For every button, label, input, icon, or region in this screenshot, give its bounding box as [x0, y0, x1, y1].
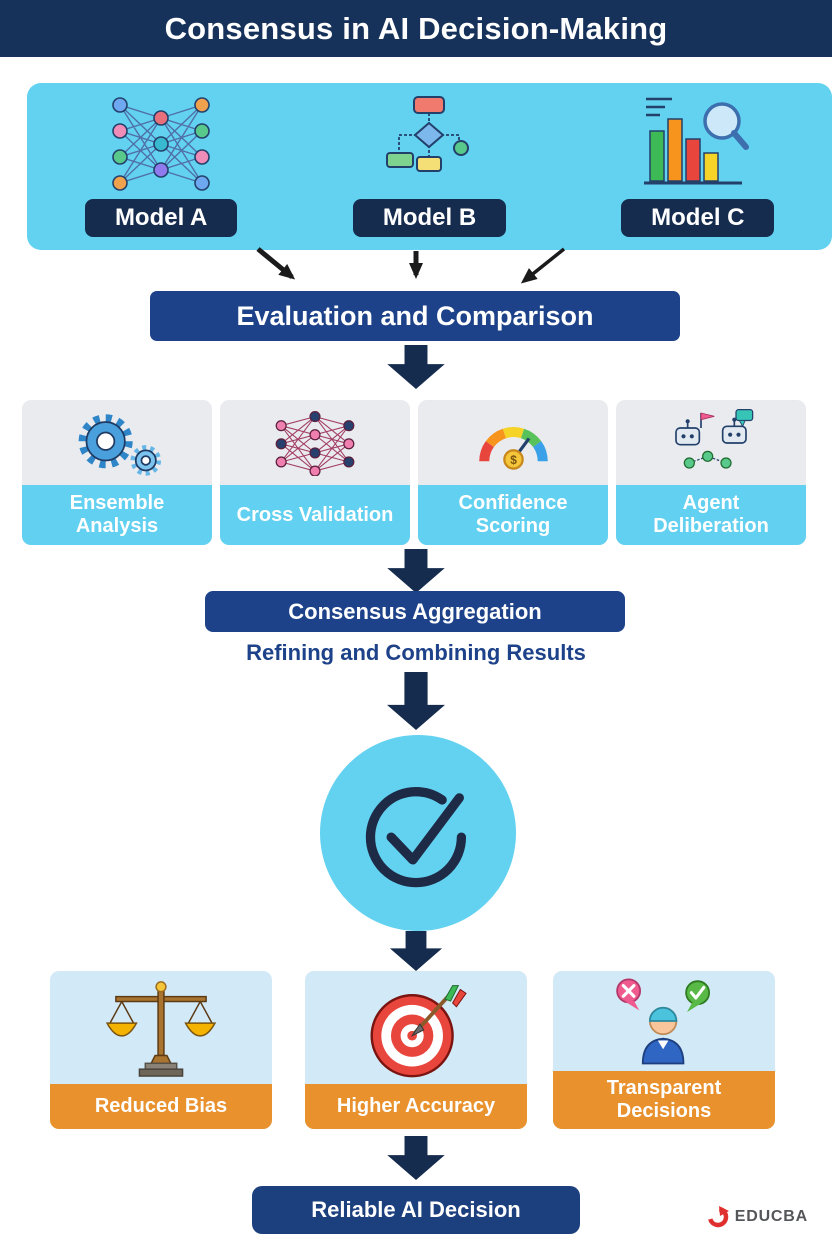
flowchart-icon	[369, 89, 489, 191]
final-decision-label: Reliable AI Decision	[311, 1197, 521, 1222]
benefit-card-transparent-decisions: Transparent Decisions	[553, 971, 775, 1129]
method-label: Confidence Scoring	[418, 485, 608, 545]
benefit-label: Higher Accuracy	[305, 1084, 527, 1129]
title-bar: Consensus in AI Decision-Making	[0, 0, 832, 57]
bar-chart-magnifier-icon	[640, 89, 755, 191]
aggregation-bar: Consensus Aggregation	[205, 591, 625, 632]
benefit-card-reduced-bias: Reduced Bias	[50, 971, 272, 1129]
aggregation-subtitle: Refining and Combining Results	[246, 640, 586, 665]
neural-network-icon	[106, 89, 216, 191]
block-arrow-5	[0, 1136, 832, 1180]
person-feedback-icon	[553, 971, 775, 1071]
aggregation-label: Consensus Aggregation	[288, 598, 542, 624]
block-arrow-3	[0, 672, 832, 730]
gears-icon	[22, 400, 212, 485]
balance-scale-icon	[50, 971, 272, 1084]
models-panel: Model A Model B	[27, 83, 832, 250]
model-c-label: Model C	[621, 199, 775, 237]
method-card-confidence: $ Confidence Scoring	[418, 400, 608, 545]
final-decision-bar: Reliable AI Decision	[252, 1186, 580, 1234]
method-card-deliberation: Agent Deliberation	[616, 400, 806, 545]
block-arrow-2	[0, 549, 832, 593]
benefit-card-higher-accuracy: Higher Accuracy	[305, 971, 527, 1129]
educba-logo-icon	[707, 1206, 729, 1228]
method-label: Agent Deliberation	[616, 485, 806, 545]
down-arrow-icon	[387, 1136, 445, 1180]
brand-logo: EDUCBA	[707, 1206, 808, 1228]
block-arrow-1	[0, 345, 832, 389]
dollar-glyph: $	[510, 453, 517, 467]
method-card-crossvalidation: Cross Validation	[220, 400, 410, 545]
arrow-model-c	[520, 247, 566, 284]
evaluation-bar: Evaluation and Comparison	[150, 291, 680, 341]
model-a-label: Model A	[84, 199, 238, 237]
method-label: Ensemble Analysis	[22, 485, 212, 545]
down-arrow-icon	[389, 931, 443, 971]
check-circle-icon	[365, 787, 467, 888]
model-b-card: Model B	[295, 83, 563, 250]
method-card-ensemble: Ensemble Analysis	[22, 400, 212, 545]
network-grid-icon	[220, 400, 410, 485]
method-label: Cross Validation	[220, 485, 410, 545]
block-arrow-4	[0, 931, 832, 971]
robots-chat-icon	[616, 400, 806, 485]
down-arrow-icon	[387, 672, 445, 730]
model-c-card: Model C	[564, 83, 832, 250]
benefit-label: Reduced Bias	[50, 1084, 272, 1129]
down-arrow-icon	[387, 345, 445, 389]
target-arrow-icon	[305, 971, 527, 1084]
brand-name: EDUCBA	[734, 1208, 808, 1225]
model-b-label: Model B	[352, 199, 507, 237]
consensus-result-circle	[320, 735, 516, 931]
model-to-evaluation-arrows	[256, 247, 566, 284]
evaluation-label: Evaluation and Comparison	[236, 300, 594, 331]
down-arrow-icon	[387, 549, 445, 593]
benefits-row: Reduced Bias Higher Accuracy	[0, 971, 832, 1129]
page-title: Consensus in AI Decision-Making	[164, 10, 668, 46]
model-a-card: Model A	[27, 83, 295, 250]
methods-row: Ensemble Analysis Cross Validation	[22, 400, 810, 545]
gauge-icon: $	[418, 400, 608, 485]
arrow-model-a	[256, 247, 296, 280]
benefit-label: Transparent Decisions	[553, 1071, 775, 1129]
